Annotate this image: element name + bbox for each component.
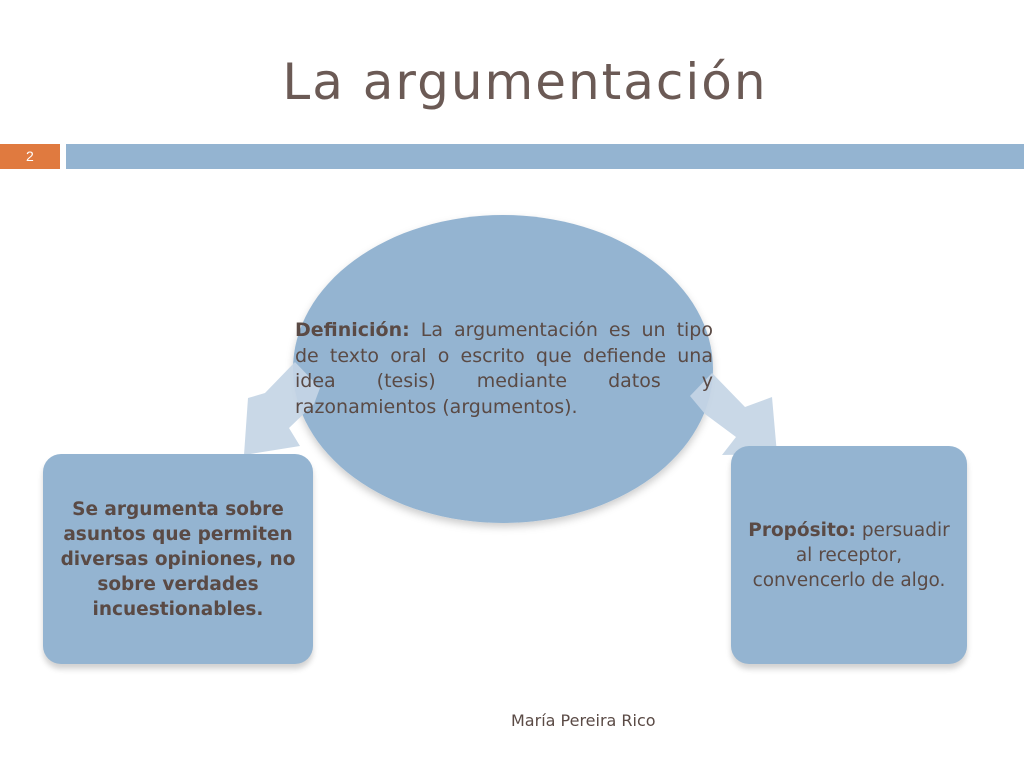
purpose-box: Propósito: persuadir al receptor, conven… bbox=[731, 446, 967, 664]
purpose-text: Propósito: persuadir al receptor, conven… bbox=[741, 518, 957, 593]
purpose-label: Propósito: bbox=[748, 519, 856, 541]
definition-ellipse bbox=[293, 215, 713, 523]
slide-title: La argumentación bbox=[282, 53, 768, 111]
title-divider-bar bbox=[66, 144, 1024, 169]
left-box: Se argumenta sobre asuntos que permiten … bbox=[43, 454, 313, 664]
arrow-left-icon bbox=[244, 362, 320, 455]
arrow-right-icon bbox=[690, 373, 777, 455]
definition-text: Definición: La argumentación es un tipo … bbox=[295, 318, 713, 420]
definition-label: Definición: bbox=[295, 319, 410, 341]
definition-body: La argumentación es un tipo de texto ora… bbox=[295, 319, 713, 418]
slide-number: 2 bbox=[0, 144, 60, 169]
left-box-text: Se argumenta sobre asuntos que permiten … bbox=[60, 498, 296, 620]
author-name: María Pereira Rico bbox=[511, 711, 656, 730]
purpose-body: persuadir al receptor, convencerlo de al… bbox=[752, 519, 950, 591]
